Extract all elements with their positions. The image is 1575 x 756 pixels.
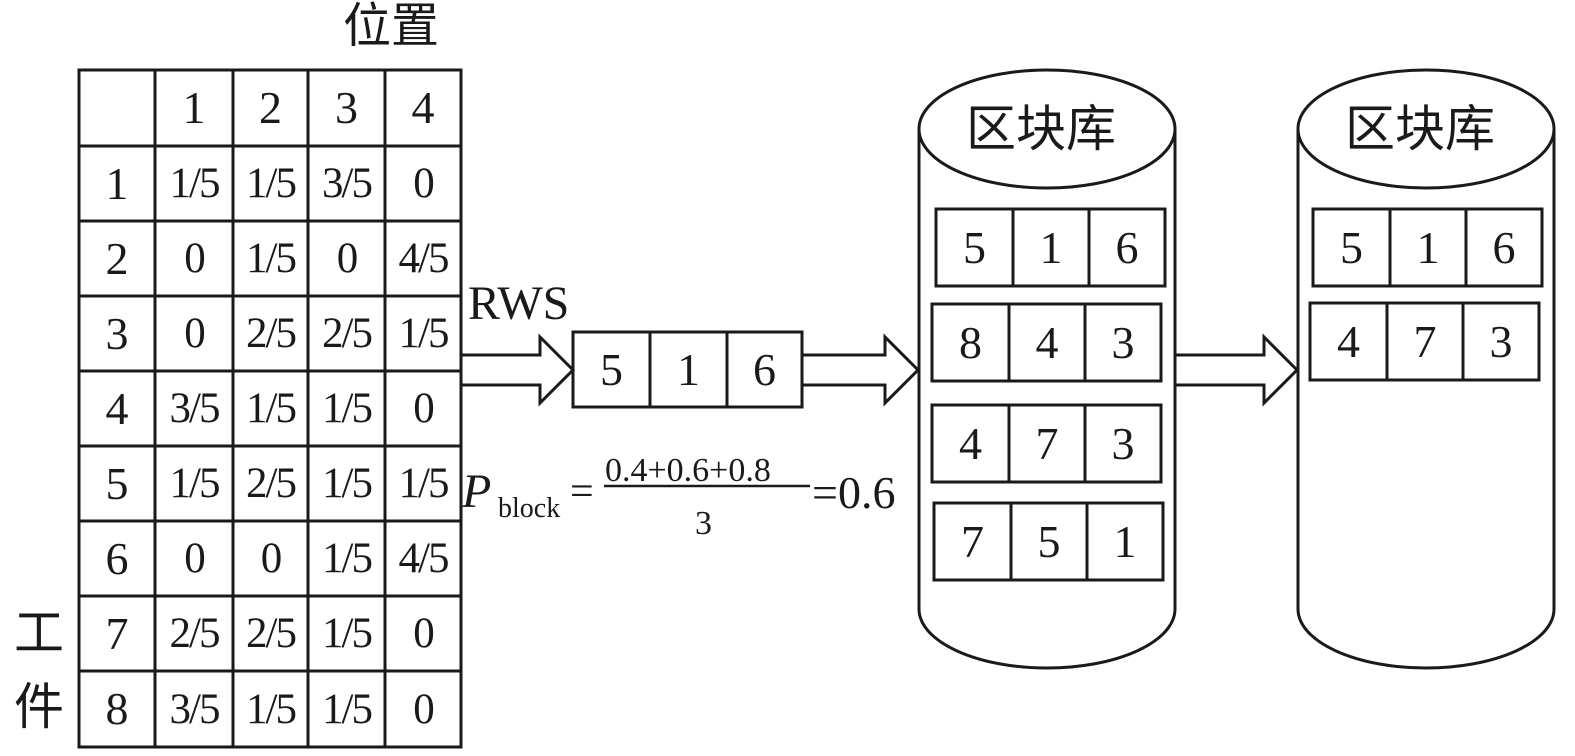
matrix-cell: 3/5 [169,685,221,733]
matrix-col-header: 1 [182,82,206,133]
position-label: 位置 [343,0,440,54]
matrix-cell: 1/5 [322,460,373,507]
library-block-cell: 7 [1035,417,1059,469]
matrix-cell: 1/5 [246,385,297,432]
matrix-cell: 2/5 [169,610,221,657]
matrix-cell: 1/5 [246,685,297,733]
cylinder-2-body [1296,129,1556,670]
selected-block-cell: 5 [600,343,623,395]
library-block-cell: 4 [1035,316,1059,368]
matrix-cell: 4/5 [398,535,450,582]
matrix-cell: 3/5 [169,385,221,432]
matrix-cell: 0 [184,235,206,282]
matrix-cell: 0 [413,385,435,432]
matrix-row-header: 4 [105,382,129,434]
matrix-cell: 1/5 [398,310,450,357]
matrix-col-header: 2 [259,82,282,133]
library-block-cell: 4 [1337,315,1360,367]
formula-result: =0.6 [812,467,896,518]
block-library-title: 区块库 [966,100,1116,158]
matrix-cell: 0 [260,535,283,582]
matrix-cell: 2/5 [246,610,297,657]
matrix-cell: 1/5 [322,535,373,582]
formula-p: P [462,465,492,518]
library-block-cell: 6 [1115,221,1139,273]
matrix-cell: 0 [413,685,435,733]
matrix-cell: 1/5 [169,460,221,507]
cylinder-1-body [917,129,1177,670]
matrix-row-header: 1 [105,157,129,209]
matrix-cell: 2/5 [322,310,373,357]
formula-equals: = [570,469,594,515]
matrix-cell: 1/5 [322,685,373,733]
library-block-cell: 1 [1416,221,1440,273]
matrix-cell: 0 [336,235,359,282]
selected-block-box [571,330,804,409]
arrow-to-library [803,333,921,407]
library-block-cell: 8 [959,316,982,368]
matrix-cell: 1/5 [169,160,221,207]
library-block-cell: 3 [1111,417,1135,469]
matrix-row-header: 2 [105,232,129,284]
arrow-to-library-2 [1176,333,1300,407]
matrix-cell: 0 [184,310,206,357]
matrix-cell: 1/5 [246,160,297,207]
matrix-cell: 0 [184,535,206,582]
matrix-cell: 0 [413,160,435,207]
cylinder-2-top [1296,68,1556,190]
library-block-cell: 3 [1111,316,1135,368]
library-block-cell: 5 [963,221,986,273]
matrix-row-header: 8 [105,683,129,734]
matrix-border [77,68,463,749]
library-block-cell: 3 [1489,315,1513,367]
matrix-cell: 3/5 [322,160,373,207]
library-block-cell: 1 [1039,221,1063,273]
library-block-cell: 5 [1340,221,1363,273]
library-block-cell: 4 [959,417,982,469]
library-block-cell: 6 [1492,221,1516,273]
matrix-cell: 1/5 [322,385,373,432]
formula-subscript: block [498,493,561,524]
matrix-row-header: 3 [105,307,129,359]
cylinder-1-top [917,68,1177,190]
block-library-title: 区块库 [1345,100,1495,158]
matrix-cell: 1/5 [322,610,373,657]
library-block-cell: 7 [1413,315,1437,367]
selected-block-cell: 6 [753,343,776,395]
matrix-row-header: 7 [105,607,129,659]
matrix-col-header: 4 [411,82,435,133]
matrix-cell: 2/5 [246,460,297,507]
matrix-cell: 4/5 [398,235,450,282]
library-block-cell: 7 [961,515,984,567]
probability-formula: P block = 0.4+0.6+0.8 3 =0.6 [462,452,917,545]
formula-numerator: 0.4+0.6+0.8 [605,452,771,489]
matrix-cell: 2/5 [246,310,297,357]
workpiece-label-1: 工 [14,604,64,662]
matrix-cell: 0 [413,610,435,657]
library-block-cell: 1 [1113,515,1137,567]
workpiece-label-2: 件 [14,678,64,736]
library-block-cell: 5 [1037,515,1061,567]
matrix-cell: 1/5 [246,235,297,282]
rws-label: RWS [468,277,570,330]
matrix-cell: 1/5 [398,460,450,507]
matrix-row-header: 5 [105,457,129,509]
arrow-rws [462,333,576,407]
formula-denominator: 3 [695,505,712,542]
selected-block-cell: 1 [677,343,700,395]
matrix-col-header: 3 [335,82,358,133]
matrix-row-header: 6 [105,532,129,584]
